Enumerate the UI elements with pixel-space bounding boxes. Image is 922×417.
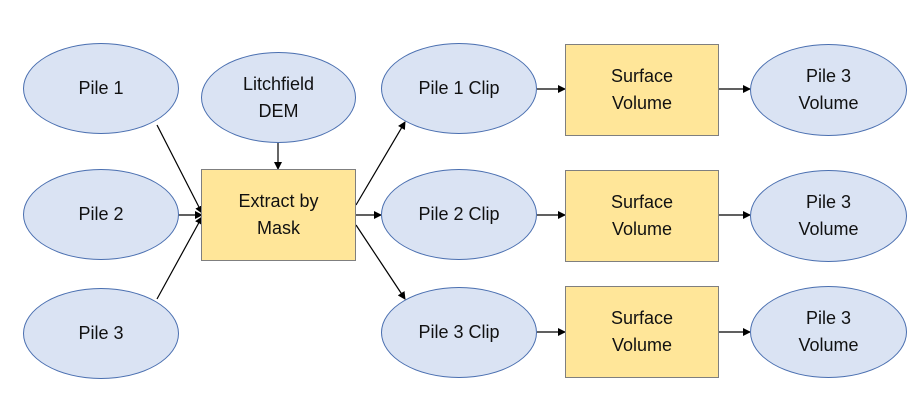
pile-volume-1-node: Pile 3 Volume [750,44,907,136]
pile-volume-2-label: Pile 3 Volume [798,192,859,239]
pile-2-node: Pile 2 [23,169,179,260]
pile-1-clip-node: Pile 1 Clip [381,43,537,134]
surface-volume-1-label: Surface Volume [610,66,674,113]
surface-volume-3-label: Surface Volume [610,308,674,355]
pile-2-clip-label: Pile 2 Clip [418,204,500,224]
litchfield-dem-node: Litchfield DEM [201,52,356,143]
surface-volume-1-node: Surface Volume [565,44,719,136]
surface-volume-3-node: Surface Volume [565,286,719,378]
edge-extract-to-clip3 [355,224,406,300]
extract-by-mask-node: Extract by Mask [201,169,356,261]
pile-3-clip-node: Pile 3 Clip [381,287,537,378]
pile-1-clip-label: Pile 1 Clip [418,78,500,98]
pile-3-label: Pile 3 [78,323,124,343]
pile-1-label: Pile 1 [78,78,124,98]
edge-pile1-to-extract [156,124,203,214]
pile-volume-3-label: Pile 3 Volume [798,308,859,355]
pile-volume-3-node: Pile 3 Volume [750,286,907,378]
pile-3-node: Pile 3 [23,288,179,379]
extract-by-mask-label: Extract by Mask [238,191,319,238]
pile-2-label: Pile 2 [78,204,124,224]
surface-volume-2-label: Surface Volume [610,192,674,239]
edge-extract-to-clip1 [355,121,406,206]
pile-volume-1-label: Pile 3 Volume [798,66,859,113]
pile-3-clip-label: Pile 3 Clip [418,322,500,342]
litchfield-dem-label: Litchfield DEM [242,73,315,121]
pile-2-clip-node: Pile 2 Clip [381,169,537,260]
pile-1-node: Pile 1 [23,43,179,134]
pile-volume-2-node: Pile 3 Volume [750,170,907,262]
edge-pile3-to-extract [156,216,203,300]
surface-volume-2-node: Surface Volume [565,170,719,262]
